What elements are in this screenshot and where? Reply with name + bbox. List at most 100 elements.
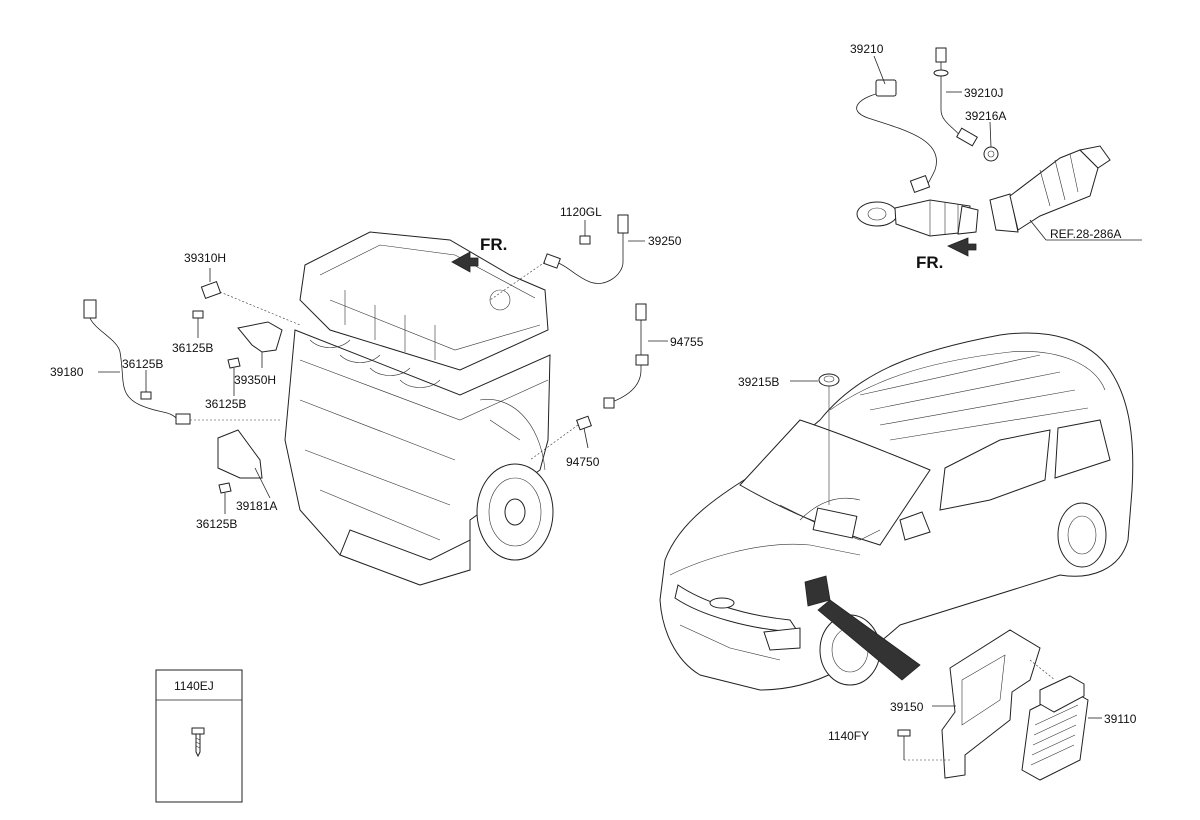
sensor-39310H <box>200 280 222 300</box>
leader-39216A <box>989 121 992 148</box>
sensor-connector-39210J <box>935 47 947 63</box>
sensor-wire-39180 <box>89 317 179 421</box>
ecu-pointer-band <box>817 599 921 681</box>
rear-wheel <box>1057 502 1107 568</box>
label-39210J: 39210J <box>964 86 1003 100</box>
label-fr-engine: FR. <box>480 235 507 254</box>
vehicle-roofline <box>829 351 1106 411</box>
sensor-wire-39250 <box>555 233 624 284</box>
converter-outlet-flange <box>957 205 979 235</box>
screw-1140EJ-head <box>191 727 205 735</box>
converter-rear-outlet <box>1078 145 1111 169</box>
label-39181A: 39181A <box>236 499 277 513</box>
leader-ecu-bracket <box>1029 659 1056 681</box>
sensor-connector-94755 <box>635 303 647 321</box>
converter-ribs <box>929 200 959 236</box>
ecu-group <box>897 629 1102 781</box>
label-39216A: 39216A <box>965 109 1006 123</box>
label-ref: REF.28-286A <box>1050 227 1121 241</box>
side-window-rear <box>1054 419 1111 479</box>
lower-bumper <box>679 624 781 661</box>
timing-cover <box>479 399 546 471</box>
screw-1140EJ-shank <box>195 733 201 758</box>
sensor-94750 <box>576 415 592 431</box>
label-fr-top: FR. <box>916 253 943 272</box>
pulley-inner-ring <box>488 477 542 547</box>
legend-box <box>155 669 243 803</box>
crank-sensor-group <box>83 268 301 514</box>
cam-sensor-39250 <box>543 253 561 269</box>
pulley-hub <box>504 498 526 526</box>
wire-clip-94755 <box>635 354 649 366</box>
label-39310H: 39310H <box>184 251 226 265</box>
side-window-front <box>939 429 1051 511</box>
sensor-wire-39210 <box>856 91 937 191</box>
label-39215B: 39215B <box>738 375 779 389</box>
ecu-connector <box>1039 675 1085 713</box>
bolt-1120GL <box>579 235 591 245</box>
floor-plug-area <box>812 507 858 539</box>
leader-39210 <box>873 55 886 85</box>
label-39180: 39180 <box>50 365 84 379</box>
heat-shield-39181A <box>217 429 263 479</box>
ecu-heat-fins <box>1030 704 1079 766</box>
sensor-connector-39210 <box>875 79 897 97</box>
sensor-wire-94755 <box>611 320 642 403</box>
oxygen-sensor-39210 <box>909 174 931 194</box>
label-39110: 39110 <box>1104 712 1137 726</box>
gasket-39216A <box>983 146 999 162</box>
sensor-connector-39180 <box>83 299 97 319</box>
label-36125B-c: 36125B <box>205 397 246 411</box>
brand-emblem <box>709 597 735 609</box>
bolt-36125B-c <box>227 357 241 369</box>
flange-hole <box>867 207 887 221</box>
leader-39310H-engine <box>219 291 301 326</box>
valve-cover <box>299 231 549 371</box>
label-39210: 39210 <box>850 42 884 56</box>
roof-rails <box>859 354 1089 441</box>
label-94750: 94750 <box>566 455 600 469</box>
front-direction-arrow-engine <box>451 251 479 273</box>
leader-39181A <box>254 467 271 499</box>
converter-rear-ribs <box>1039 153 1079 207</box>
label-legend-1140EJ: 1140EJ <box>174 679 214 693</box>
ignition-coils <box>344 290 436 360</box>
grommet-39210J <box>933 69 949 77</box>
oxygen-sensor-39210J <box>956 127 978 147</box>
leader-ref <box>1029 219 1047 241</box>
valve-cover-ribs <box>319 244 541 351</box>
oil-filler-cap <box>489 289 511 311</box>
screw-thread <box>195 737 201 749</box>
hood-line <box>669 543 861 576</box>
grommet-center <box>823 375 835 383</box>
label-36125B-d: 36125B <box>196 517 237 531</box>
windshield <box>739 419 931 546</box>
leader-94750-engine <box>529 424 579 461</box>
bolt-36125B-a <box>192 310 204 319</box>
exhaust-flange-rear <box>989 193 1019 233</box>
exhaust-ports <box>309 339 441 388</box>
engine-assembly <box>284 231 554 586</box>
exhaust-sensor-group <box>856 47 1142 257</box>
label-36125B-a: 36125B <box>172 341 213 355</box>
bracket-39350H <box>237 321 283 353</box>
label-39250: 39250 <box>648 234 682 248</box>
bolt-1140FY <box>897 729 911 737</box>
gasket-hole <box>987 150 995 158</box>
label-1140FY: 1140FY <box>828 729 869 743</box>
ecu-bracket-39150 <box>941 629 1041 779</box>
rear-wheel-rim <box>1067 515 1097 555</box>
cam-sensor-group <box>489 214 645 301</box>
label-1120GL: 1120GL <box>560 205 602 219</box>
label-36125B-b: 36125B <box>122 357 163 371</box>
label-39150: 39150 <box>890 700 924 714</box>
block-contours <box>299 359 549 541</box>
bolt-36125B-b <box>140 391 152 400</box>
leader-94750 <box>583 427 589 449</box>
leader-cam-sensor-engine <box>489 261 546 301</box>
part-labels: 39210 39210J 39216A REF.28-286A FR. FR. … <box>50 42 1137 743</box>
vehicle-illustration <box>659 332 1134 691</box>
sensor-connector-39250 <box>617 214 629 234</box>
exhaust-flange-front <box>856 201 898 227</box>
